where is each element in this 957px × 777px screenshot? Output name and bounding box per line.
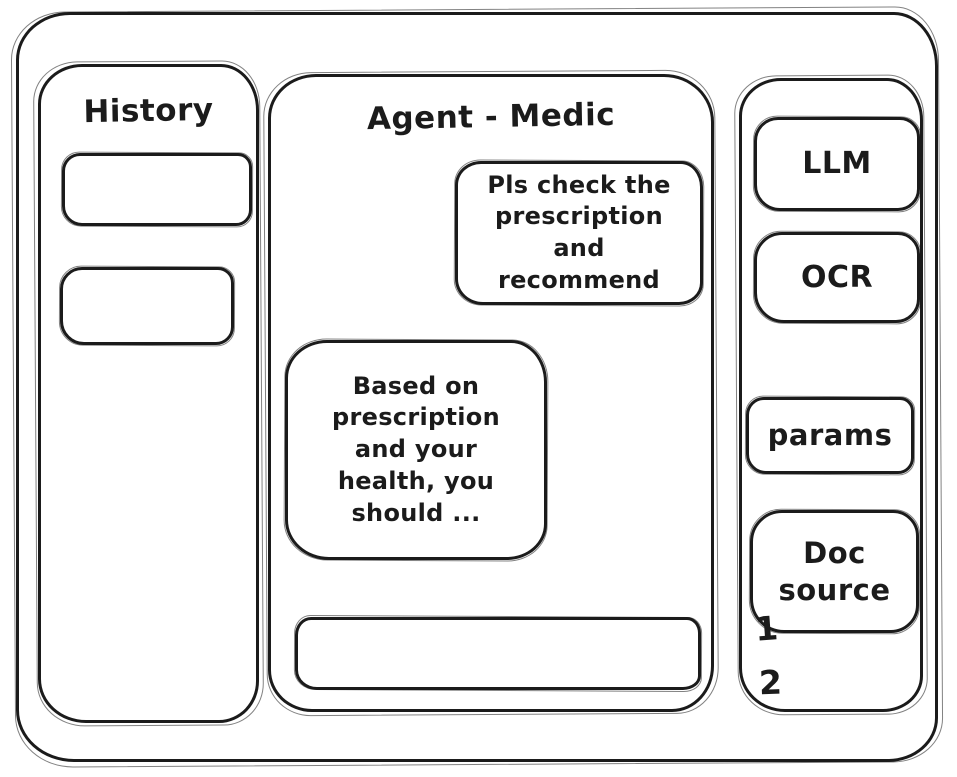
chat-input-field[interactable] <box>298 620 698 687</box>
chat-input[interactable] <box>295 617 701 690</box>
doc-source-button[interactable]: Doc source <box>750 510 919 633</box>
chat-title: Agent - Medic <box>366 96 616 138</box>
history-title: History <box>83 91 214 131</box>
doc-source-item-1[interactable]: 1 <box>753 608 780 649</box>
user-message-bubble: Pls check the prescription and recommend <box>455 161 703 305</box>
doc-source-item-2[interactable]: 2 <box>758 662 783 703</box>
tools-panel: LLM OCR params Doc source 1 2 <box>739 78 923 712</box>
chat-panel: Agent - Medic Pls check the prescription… <box>268 74 714 712</box>
history-item[interactable] <box>60 267 234 345</box>
agent-message-bubble: Based on prescription and your health, y… <box>285 340 547 560</box>
history-item[interactable] <box>62 153 252 226</box>
ocr-button[interactable]: OCR <box>754 232 920 323</box>
params-button[interactable]: params <box>746 397 914 474</box>
llm-button[interactable]: LLM <box>754 117 920 211</box>
history-panel: History <box>38 64 259 723</box>
